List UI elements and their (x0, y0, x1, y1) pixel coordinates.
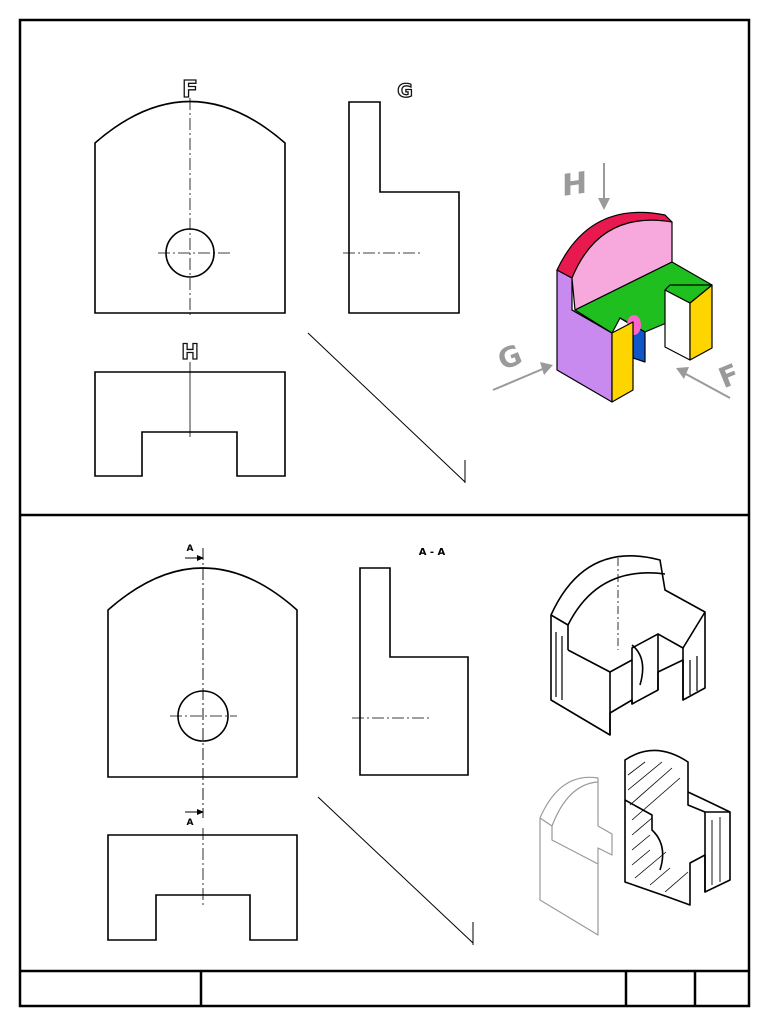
section-title: A - A (419, 547, 446, 558)
cut-label-bottom: A (187, 818, 194, 828)
iso-label-right: F (714, 357, 744, 395)
side-view-top (343, 101, 460, 314)
sectioned-half (624, 749, 731, 906)
colored-isometric (556, 211, 713, 403)
iso-label-top: H (562, 166, 587, 204)
front-view-top (94, 98, 286, 318)
sheet-border (18, 18, 751, 1008)
cut-label-top: A (187, 544, 194, 554)
isometric-outline (550, 555, 706, 736)
section-view (352, 567, 469, 776)
front-view-bottom (107, 548, 298, 818)
plan-view-top (94, 362, 286, 477)
title-block (20, 969, 749, 1006)
side-view-label: G (397, 80, 413, 102)
iso-label-left: G (493, 338, 527, 377)
plan-view-bottom (107, 828, 298, 941)
cut-arrows (185, 555, 204, 815)
direction-arrows (492, 163, 731, 399)
miter-line-bottom (317, 796, 474, 945)
front-view-label: F (182, 77, 198, 103)
miter-line-top (307, 332, 466, 483)
ghost-half (539, 776, 613, 936)
plan-view-label: H (181, 340, 199, 364)
